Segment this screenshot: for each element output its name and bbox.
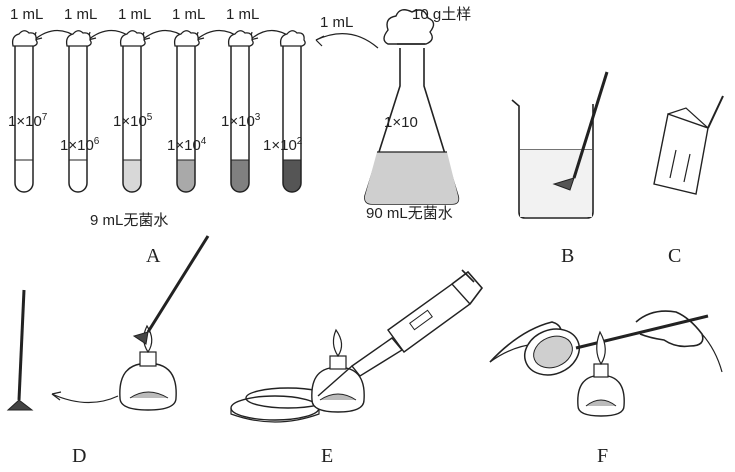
tube-dilution-exponent: 3 <box>255 112 261 123</box>
spreader-upright-head <box>8 400 32 410</box>
panel-label-a: A <box>146 245 161 267</box>
tube-liquid <box>177 160 195 192</box>
transfer-label-3: 1 mL <box>118 6 151 23</box>
lamp-e-flame <box>333 330 341 356</box>
tube-liquid <box>231 160 249 192</box>
lamp-e-body <box>312 368 364 412</box>
transfer-label-1: 1 mL <box>10 6 43 23</box>
tube-dilution-base: 1×10 <box>221 113 255 130</box>
tube-dilution-base: 1×10 <box>60 137 94 154</box>
tube-water-label: 9 mL无菌水 <box>90 212 168 229</box>
spreader-upright-rod <box>19 290 24 400</box>
tube-cotton-plug <box>13 31 38 46</box>
flask-liquid <box>365 152 459 204</box>
lamp-f-body <box>578 376 624 416</box>
tube-liquid <box>123 160 141 192</box>
tube-dilution-label: 1×105 <box>113 112 153 130</box>
test-tube: 1×105 <box>113 31 153 192</box>
transfer-label-flask: 1 mL <box>320 14 353 31</box>
test-tube: 1×103 <box>221 31 261 192</box>
flask-dilution-label: 1×10 <box>384 114 418 131</box>
panel-label-c: C <box>668 245 681 267</box>
test-tube: 1×107 <box>8 31 48 192</box>
panel-label-e: E <box>321 445 333 467</box>
tube-dilution-base: 1×10 <box>113 113 147 130</box>
inoculating-rod <box>576 316 708 348</box>
lamp-f-neck <box>594 364 608 377</box>
pipette-shaft <box>352 338 402 376</box>
tube-dilution-label: 1×107 <box>8 112 48 130</box>
tube-dilution-base: 1×10 <box>263 137 297 154</box>
tube-dilution-label: 1×102 <box>263 136 303 154</box>
flask-water-label: 90 mL无菌水 <box>366 205 453 222</box>
tube-dilution-base: 1×10 <box>8 113 42 130</box>
panel-a-dilution: 1 mL 1 mL 1 mL 1 mL 1 mL 1 mL 1×1071×106… <box>8 6 471 267</box>
right-hand <box>636 311 703 346</box>
lamp-f-flame <box>597 332 606 364</box>
test-tube: 1×104 <box>167 31 207 192</box>
tube-dilution-exponent: 4 <box>201 136 207 147</box>
flamed-spreader-head <box>134 332 148 344</box>
return-arrow <box>52 394 118 403</box>
tube-dilution-exponent: 5 <box>147 112 153 123</box>
tube-dilution-label: 1×103 <box>221 112 261 130</box>
panel-label-b: B <box>561 245 574 267</box>
panel-label-d: D <box>72 445 86 467</box>
transfer-label-2: 1 mL <box>64 6 97 23</box>
paper-packet <box>654 114 708 194</box>
panel-label-f: F <box>597 445 608 467</box>
lamp-e-neck <box>330 356 346 369</box>
panel-d-sterilize: D <box>8 236 208 467</box>
tube-dilution-exponent: 6 <box>94 136 100 147</box>
soil-sample-label: 10 g土样 <box>412 6 471 23</box>
test-tube: 1×106 <box>60 31 100 192</box>
tube-liquid <box>69 160 87 192</box>
transfer-label-4: 1 mL <box>172 6 205 23</box>
tube-dilution-base: 1×10 <box>167 137 201 154</box>
panel-e-pipette: E <box>231 270 482 467</box>
conical-flask: 1×10 <box>365 10 459 204</box>
transfer-label-5: 1 mL <box>226 6 259 23</box>
tube-dilution-label: 1×106 <box>60 136 100 154</box>
tube-dilution-exponent: 7 <box>42 112 48 123</box>
tube-dilution-label: 1×104 <box>167 136 207 154</box>
transfer-arrow-flask <box>316 34 378 48</box>
tube-liquid <box>283 160 301 192</box>
right-wrist <box>702 334 722 372</box>
alcohol-lamp-d <box>120 326 176 410</box>
panel-b-beaker: B <box>512 72 607 267</box>
lamp-d-body <box>120 364 176 410</box>
panel-f-streak: F <box>490 311 722 467</box>
panel-c-packet: C <box>654 96 723 267</box>
tube-liquid <box>15 160 33 192</box>
test-tube: 1×102 <box>263 31 305 192</box>
lamp-d-neck <box>140 352 156 366</box>
packet-rod <box>708 96 723 128</box>
tube-dilution-exponent: 2 <box>297 136 303 147</box>
